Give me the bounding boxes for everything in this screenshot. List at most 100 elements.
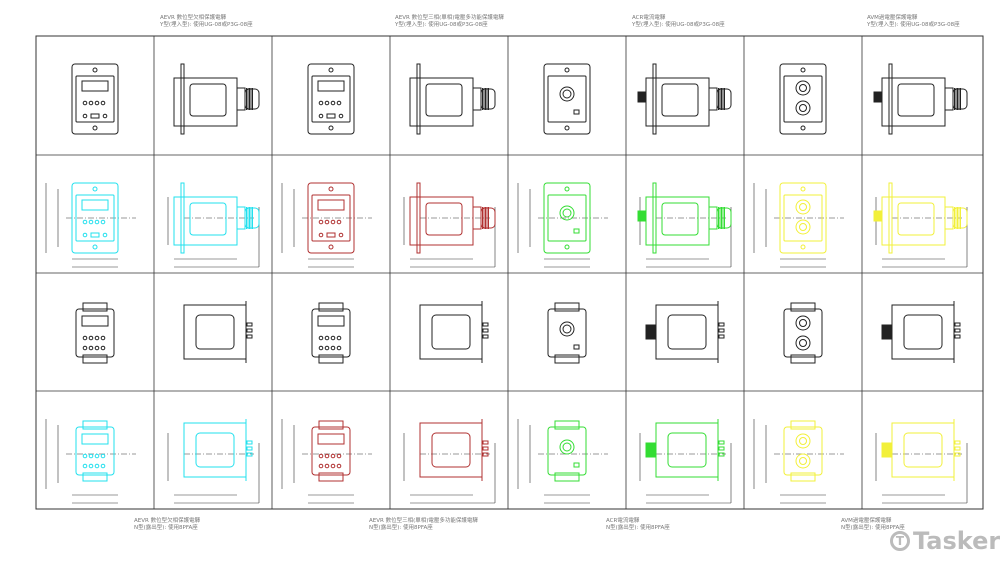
drawing-cell [517, 419, 608, 504]
button [330, 335, 336, 341]
device-plate [71, 63, 119, 135]
mount-tab [790, 354, 816, 364]
device-body [881, 77, 946, 127]
indicator [573, 228, 580, 234]
button [100, 463, 106, 469]
button [324, 453, 330, 459]
device-body [645, 196, 710, 246]
button [336, 345, 342, 351]
button [336, 219, 342, 225]
button [100, 345, 106, 351]
button [100, 100, 106, 106]
terminal [246, 334, 253, 339]
port [90, 113, 100, 119]
device-body [645, 77, 710, 127]
terminal [954, 446, 961, 451]
dial-knob [795, 80, 811, 96]
knob-cap [244, 207, 260, 229]
drawing-cell [753, 419, 844, 504]
button [330, 345, 336, 351]
drawing-cell [779, 63, 827, 135]
display-window [81, 315, 109, 327]
terminal [246, 452, 253, 457]
flange [888, 182, 893, 254]
caption-subtitle: Y型(埋入型): 使用UG-08或P3G-08座 [867, 22, 960, 28]
button [94, 219, 100, 225]
terminal [482, 334, 489, 339]
drawing-cell [71, 63, 119, 135]
caption-title: AVM過電壓保護電驛 [841, 518, 892, 524]
indicator [573, 462, 580, 468]
device-body [409, 77, 474, 127]
grid-border [35, 35, 984, 510]
screw-hole [92, 67, 98, 73]
drawing-cell [403, 419, 496, 504]
device-body [891, 304, 955, 360]
button [338, 232, 344, 238]
caption-title: AEVR 數位型三相(單相)電壓多功能保護電驛 [369, 518, 478, 524]
device-body [783, 426, 823, 476]
button [324, 463, 330, 469]
caption-title: AVM過電壓保護電驛 [867, 15, 918, 21]
device-face [547, 194, 587, 242]
button [336, 463, 342, 469]
dial-center [562, 324, 572, 334]
display-window [317, 199, 345, 211]
device-plate [307, 182, 355, 254]
dial-center [562, 208, 572, 218]
terminal [246, 446, 253, 451]
rear-knob [645, 442, 657, 458]
flange [416, 182, 421, 254]
drawing-cell [639, 419, 732, 504]
button [102, 232, 108, 238]
terminal [246, 440, 253, 445]
device-plate [543, 63, 591, 135]
drawing-cell [517, 182, 608, 268]
drawing-cell [645, 301, 725, 363]
caption-subtitle: Y型(埋入型): 使用UG-08或P3G-08座 [160, 22, 253, 28]
knob-cap [716, 88, 732, 110]
port [326, 232, 336, 238]
drawing-cell [873, 182, 968, 268]
screw-hole [328, 244, 334, 250]
drawing-cell [409, 63, 496, 135]
drawing-cell [45, 182, 136, 268]
button [102, 113, 108, 119]
side-window [903, 314, 943, 350]
terminal [482, 440, 489, 445]
screw-hole [92, 244, 98, 250]
button [88, 463, 94, 469]
device-plate [543, 182, 591, 254]
drawing-cell [311, 302, 351, 364]
side-window [667, 314, 707, 350]
device-plate [71, 182, 119, 254]
device-body [783, 308, 823, 358]
button [338, 113, 344, 119]
rear-knob [645, 324, 657, 340]
display-window [317, 433, 345, 445]
dial-knob [795, 433, 811, 449]
side-window [897, 202, 935, 236]
flange [180, 182, 185, 254]
tasker-logo-icon: T [890, 531, 910, 551]
knob-shaft [708, 87, 718, 111]
side-window [431, 432, 471, 468]
button [82, 453, 88, 459]
dial-knob [795, 219, 811, 235]
terminal [718, 322, 725, 327]
terminal [482, 322, 489, 327]
knob-shaft [236, 87, 246, 111]
device-body [183, 422, 247, 478]
display-window [317, 315, 345, 327]
button [330, 219, 336, 225]
mount-tab [790, 472, 816, 482]
dial-knob [559, 86, 575, 102]
port [326, 113, 336, 119]
button [324, 345, 330, 351]
knob-cap [244, 88, 260, 110]
display-window [317, 80, 345, 92]
